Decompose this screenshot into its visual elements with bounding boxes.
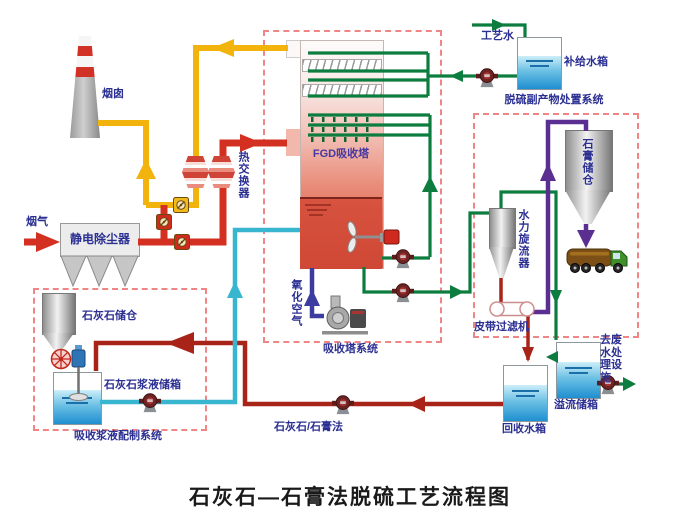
overflow-storage-tank (556, 342, 601, 399)
tank-water (518, 56, 561, 89)
chimney-band (70, 67, 100, 77)
tower-sump (300, 197, 382, 269)
mist-eliminator-upper (302, 59, 382, 72)
fgd-tower-label: FGD吸收塔 (312, 148, 370, 160)
damper-icon (156, 214, 172, 230)
limestone-silo-label: 石灰石储仓 (82, 310, 137, 322)
damper-icon (174, 234, 190, 250)
absorber-system-label: 吸收塔系统 (323, 343, 378, 355)
heat-exchanger-right (208, 156, 235, 188)
makeup-water-pump-icon (476, 68, 498, 88)
spray-nozzle-row (311, 137, 377, 142)
tank-water (54, 390, 101, 424)
recovery-tank-label: 回收水箱 (502, 423, 546, 435)
recovery-water-tank (503, 365, 548, 422)
diagram-title: 石灰石—石膏法脱硫工艺流程图 (189, 486, 511, 509)
chimney-band (70, 77, 100, 138)
limestone-silo-body (42, 293, 76, 335)
sump-level-line (305, 204, 331, 206)
byproduct-system-label: 脱硫副产物处置系统 (504, 94, 604, 106)
overflow-tank-label: 溢流储箱 (554, 399, 598, 411)
damper-icon (173, 197, 189, 213)
mist-eliminator-lower (302, 84, 382, 97)
spray-nozzle-row (311, 127, 377, 132)
makeup-tank-label: 补给水箱 (564, 56, 608, 68)
chimney-label: 烟囱 (102, 88, 124, 100)
tower-inlet-duct (286, 129, 302, 156)
chimney-band (70, 36, 100, 46)
sump-level-line (309, 214, 323, 216)
to-wastewater-label: 去废水处理设施 (600, 334, 622, 384)
chimney-band (70, 46, 100, 56)
chimney (70, 36, 100, 138)
hydrocyclone-body (489, 208, 516, 249)
process-name-label: 石灰石/石膏法 (274, 421, 344, 433)
limestone-slurry-tank (53, 372, 102, 425)
hydrocyclone-label: 水力旋流器 (517, 209, 529, 269)
electrostatic-precipitator: 静电除尘器 (60, 223, 140, 257)
oxidation-air-label: 氧化空气 (290, 279, 302, 327)
gypsum-silo-label: 石膏储仓 (581, 138, 593, 186)
esp-hoppers (60, 255, 139, 288)
recovered-water-pump-icon (332, 395, 354, 415)
sump-level-line (307, 209, 327, 211)
heat-exchanger-left (182, 156, 209, 188)
makeup-water-tank (517, 37, 562, 90)
process-water-label: 工艺水 (481, 30, 514, 42)
chimney-band (70, 56, 100, 67)
belt-filter-label: 皮带过滤机 (474, 321, 529, 333)
heat-exchanger-label: 热交换器 (237, 151, 249, 199)
slurry-prep-system-label: 吸收浆液配制系统 (74, 430, 162, 442)
limestone-slurry-tank-label: 石灰石浆液储箱 (104, 379, 181, 391)
esp-label: 静电除尘器 (69, 232, 130, 247)
spray-nozzle-row (311, 117, 377, 122)
flue-gas-label: 烟气 (26, 216, 48, 228)
